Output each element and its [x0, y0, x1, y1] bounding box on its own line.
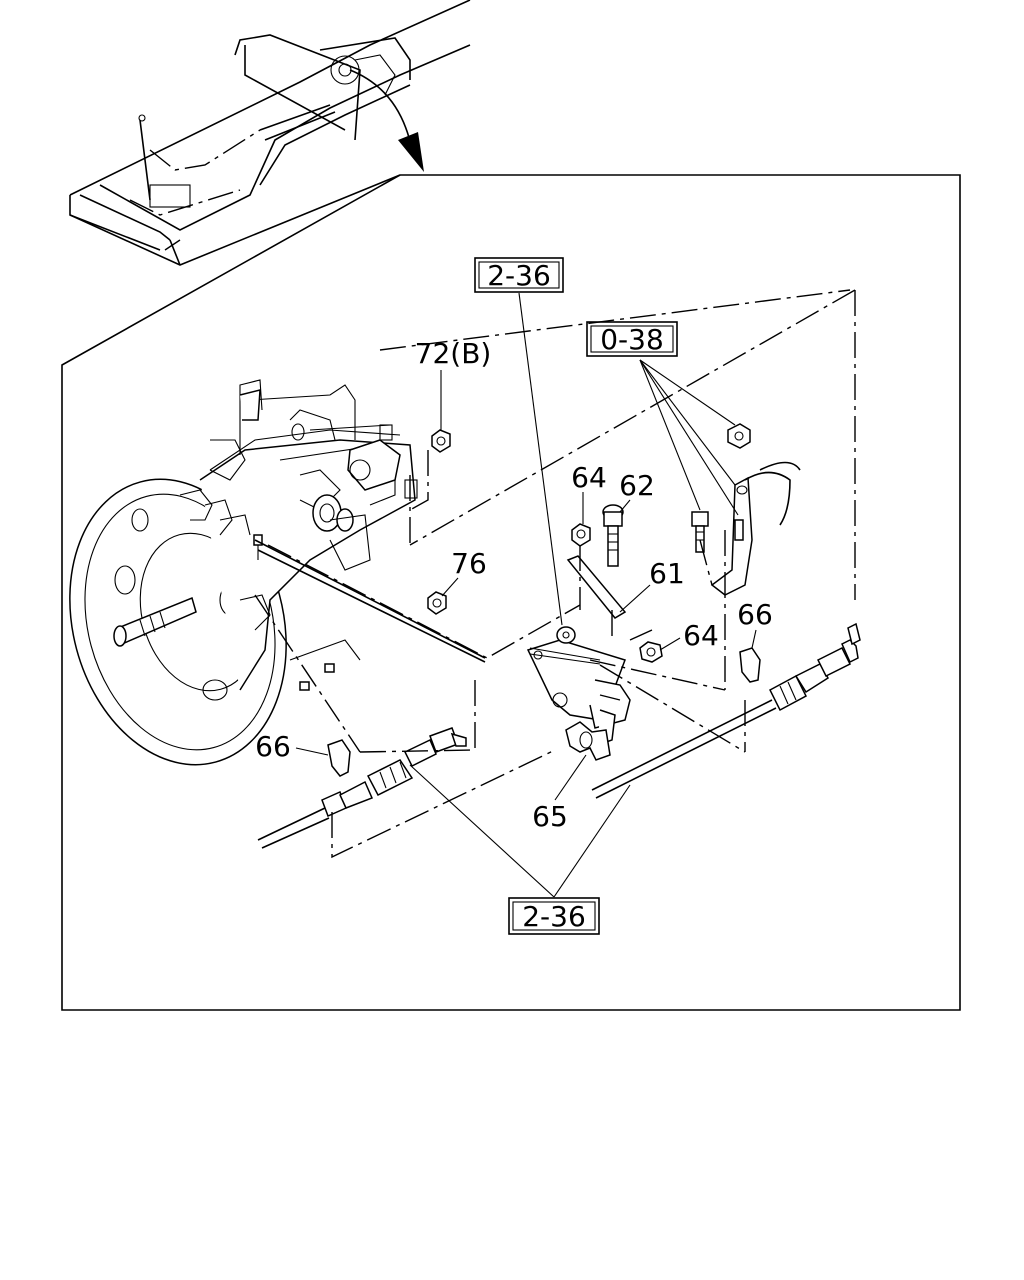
callout-64-upper: 64: [571, 461, 607, 494]
ref-label-bottom-2-36: 2-36: [522, 900, 586, 933]
callout-66-left: 66: [255, 730, 291, 763]
washer: [556, 626, 576, 644]
nut-76: [427, 591, 447, 615]
callout-labels: 72(B) 76 64 62 61 64 66 66 65: [255, 337, 773, 833]
center-lines: [254, 289, 856, 859]
callout-66-right: 66: [737, 598, 773, 631]
callout-72b: 72(B): [415, 337, 492, 370]
leader-lines: [295, 292, 757, 898]
shift-cables: [254, 539, 861, 849]
nut-72b: [431, 429, 451, 453]
ref-label-0-38: 0-38: [600, 323, 664, 356]
ref-label-top-2-36: 2-36: [487, 259, 551, 292]
clip-66-right: [739, 647, 761, 683]
detail-frame: [61, 174, 961, 1011]
vehicle-overview-inset: [69, 0, 471, 266]
callout-65: 65: [532, 800, 568, 833]
ref-box-top-2-36[interactable]: 2-36: [474, 257, 564, 293]
ref-box-0-38[interactable]: 0-38: [586, 321, 678, 357]
callout-61: 61: [649, 557, 685, 590]
ref-box-bottom-2-36[interactable]: 2-36: [508, 897, 600, 935]
transmission-assembly: [69, 379, 418, 766]
callout-62: 62: [619, 469, 655, 502]
nut-64-lower: [639, 641, 663, 663]
mount-bracket-0-38: [691, 423, 801, 596]
clip-66-left: [327, 739, 351, 777]
cable-bracket-assembly: [327, 423, 801, 777]
nut-64-upper: [571, 523, 591, 547]
bracket-65: [526, 639, 631, 761]
bolt-62: [602, 504, 624, 567]
callout-64-lower: 64: [683, 619, 719, 652]
bracket-61: [566, 555, 627, 619]
callout-76: 76: [451, 547, 487, 580]
